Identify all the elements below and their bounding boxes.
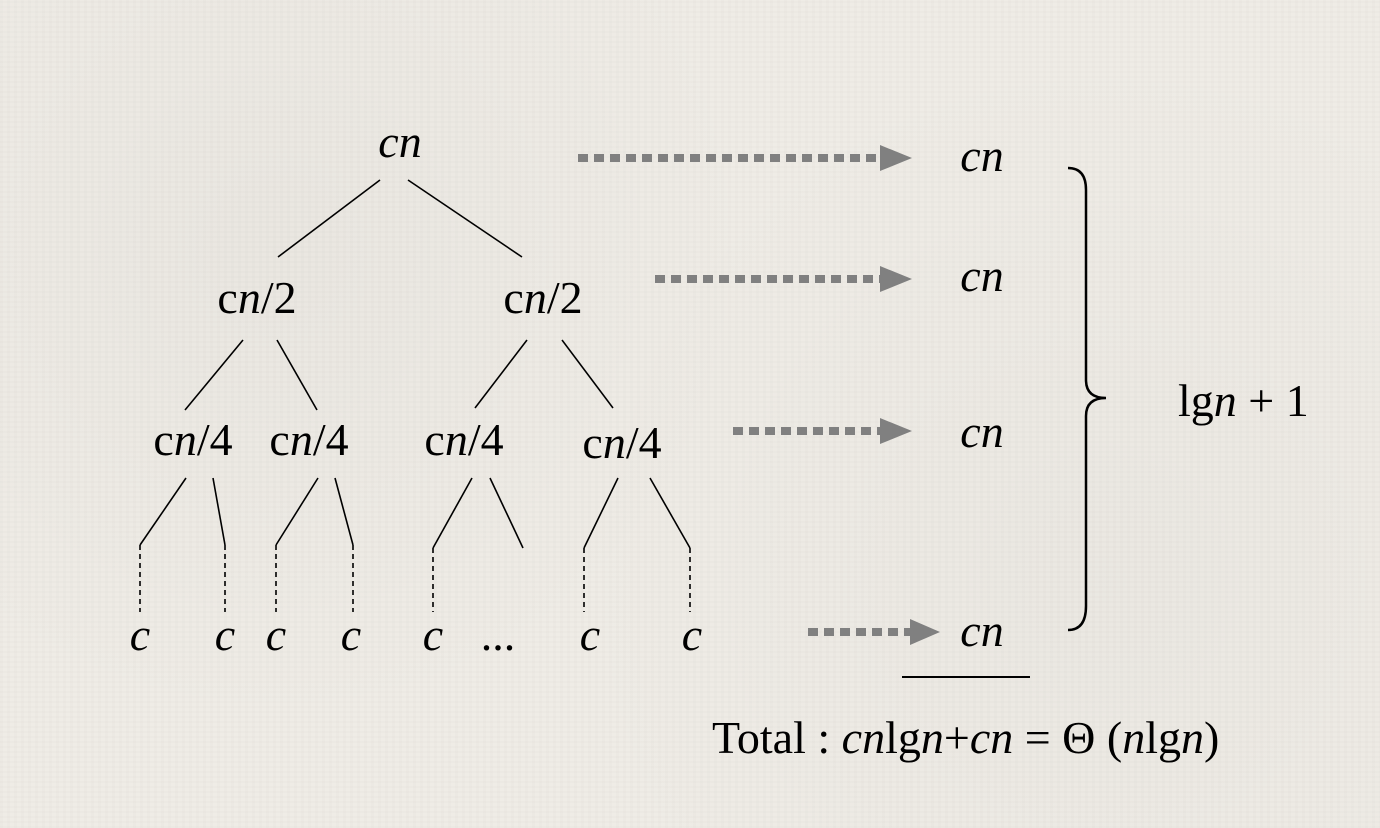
text-run: c — [153, 414, 173, 465]
text-run: /2 — [547, 272, 583, 323]
level-arrow — [733, 418, 912, 444]
leaf-node-label: c — [423, 609, 443, 660]
text-run: n — [603, 417, 626, 468]
edge-root-left — [277, 179, 381, 258]
arrow-head — [910, 619, 940, 645]
text-run: lg — [1145, 712, 1181, 763]
text-run: c — [217, 272, 237, 323]
text-run: n — [174, 414, 197, 465]
leaf-node-label: c — [130, 609, 150, 660]
arrow-head — [880, 418, 912, 444]
level-cost-label: cn — [960, 250, 1003, 301]
level-arrow — [655, 266, 912, 292]
level-arrow — [578, 145, 912, 171]
tree-height-label: lgn + 1 — [1178, 375, 1309, 426]
edge-l2b-left — [275, 477, 319, 546]
leaf-node-label: c — [266, 609, 286, 660]
level-cost-label: cn — [960, 130, 1003, 181]
edge-l2a-right — [212, 477, 226, 546]
edge-l2a-left — [139, 477, 187, 546]
edge-l1a-right — [276, 339, 318, 411]
text-run: + — [944, 712, 970, 763]
level2-node-label: cn/4 — [269, 414, 348, 465]
right-curly-brace — [1067, 166, 1107, 632]
level2-node-label: cn/4 — [153, 414, 232, 465]
text-run: lg — [885, 712, 921, 763]
level2-node-label: cn/4 — [582, 417, 661, 468]
text-run: /4 — [626, 417, 662, 468]
text-run: cn — [960, 406, 1003, 457]
level-arrow — [808, 619, 940, 645]
text-run: n — [238, 272, 261, 323]
level2-node-label: cn/4 — [424, 414, 503, 465]
level-cost-label: cn — [960, 605, 1003, 656]
arrow-head — [880, 145, 912, 171]
text-run: n — [1122, 712, 1145, 763]
text-run: n — [921, 712, 944, 763]
text-run: n — [290, 414, 313, 465]
text-run: cn — [842, 712, 885, 763]
level-arrows — [578, 145, 940, 645]
edges-level2 — [139, 477, 691, 549]
level1-node-label: cn/2 — [503, 272, 582, 323]
text-run: c — [582, 417, 602, 468]
text-run: c — [378, 116, 398, 167]
text-run: cn — [960, 130, 1003, 181]
text-run: n — [1214, 375, 1237, 426]
text-run: + 1 — [1237, 375, 1309, 426]
text-run: n — [524, 272, 547, 323]
level-cost-label: cn — [960, 406, 1003, 457]
text-run: /2 — [261, 272, 297, 323]
text-run: c — [269, 414, 289, 465]
edge-l1a-left — [184, 339, 244, 411]
leaf-ellipsis: ... — [481, 609, 516, 660]
dashed-edges — [139, 545, 691, 612]
text-run: /4 — [197, 414, 233, 465]
text-run: c — [503, 272, 523, 323]
text-run: n — [1181, 712, 1204, 763]
edges-root — [277, 179, 523, 258]
arrow-head — [880, 266, 912, 292]
leaf-node-label: c — [341, 609, 361, 660]
text-run: cn — [960, 605, 1003, 656]
total-cost-label: Total : cnlgn+cn = Θ (nlgn) — [712, 712, 1219, 763]
text-run: c — [424, 414, 444, 465]
text-run: /4 — [313, 414, 349, 465]
text-run: Total : — [712, 712, 842, 763]
text-run: ) — [1204, 712, 1219, 763]
leaf-node-label: c — [215, 609, 235, 660]
edge-root-right — [407, 179, 523, 258]
leaf-node-label: c — [580, 609, 600, 660]
leaf-node-label: c — [682, 609, 702, 660]
edge-l2d-right — [649, 477, 691, 549]
text-run: /4 — [468, 414, 504, 465]
edge-l2c-right — [489, 477, 524, 549]
text-run: n — [445, 414, 468, 465]
text-run: = Θ ( — [1013, 712, 1122, 763]
edge-l2d-left — [583, 477, 619, 549]
text-run: cn — [970, 712, 1013, 763]
root-node-label: cn — [378, 116, 421, 167]
text-run: cn — [960, 250, 1003, 301]
edge-l1b-left — [474, 339, 528, 409]
edge-l2b-right — [334, 477, 354, 546]
leaf-row: c c c c c ... c c — [130, 609, 702, 660]
edge-l1b-right — [561, 339, 614, 409]
text-run: lg — [1178, 375, 1214, 426]
level1-node-label: cn/2 — [217, 272, 296, 323]
text-run: n — [399, 116, 422, 167]
edges-level1 — [184, 339, 614, 411]
edge-l2c-left — [432, 477, 473, 549]
